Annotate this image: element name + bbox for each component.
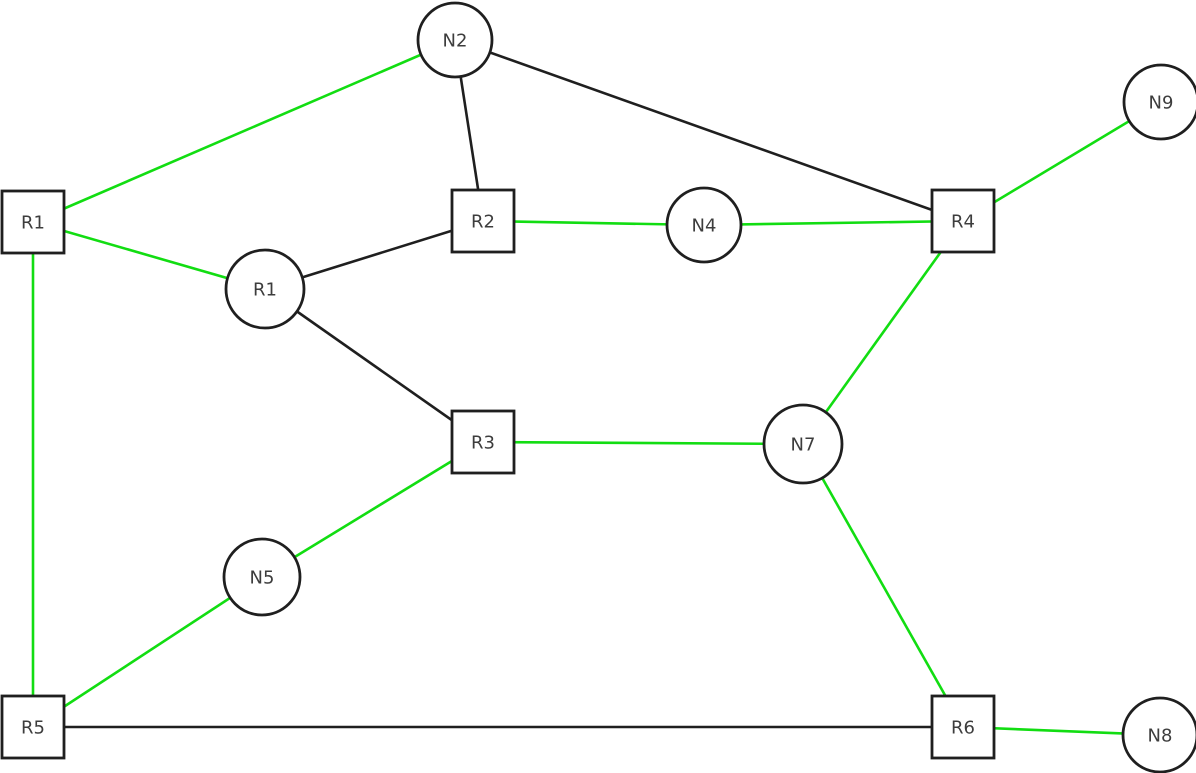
edges-layer: [31, 38, 1162, 737]
router-node-shape: [930, 188, 996, 254]
node-label: N4: [692, 215, 717, 236]
node-N9: N9: [1122, 63, 1196, 141]
node-label: R1: [253, 279, 277, 300]
host-node-shape: [1121, 696, 1196, 773]
edge-N5-R5: [32, 575, 263, 729]
node-label: N8: [1148, 725, 1173, 746]
host-node-shape: [665, 186, 743, 264]
node-label: R5: [21, 717, 45, 738]
router-node-shape: [0, 694, 66, 760]
host-node-shape: [222, 537, 302, 617]
edge-R3-N7: [482, 440, 804, 446]
node-R3: R3: [450, 409, 516, 475]
router-node-shape: [930, 694, 996, 760]
host-node-shape: [416, 1, 494, 79]
host-node-shape: [762, 403, 844, 485]
node-R1-h: R1: [224, 248, 306, 330]
node-label: R3: [471, 432, 495, 453]
node-N5: N5: [222, 537, 302, 617]
node-R6: R6: [930, 694, 996, 760]
node-N4: N4: [665, 186, 743, 264]
router-node-shape: [0, 189, 66, 255]
node-label: R6: [951, 717, 975, 738]
edge-R1-sw-N2: [32, 38, 456, 224]
node-R5: R5: [0, 694, 66, 760]
node-label: R4: [951, 211, 975, 232]
router-node-shape: [450, 188, 516, 254]
node-R1-sw: R1: [0, 189, 66, 255]
node-R4: R4: [930, 188, 996, 254]
node-label: N7: [791, 434, 816, 455]
edge-R4-N9: [962, 100, 1162, 223]
node-N7: N7: [762, 403, 844, 485]
router-node-shape: [450, 409, 516, 475]
edge-R3-N5: [261, 440, 484, 579]
edge-N4-R4: [703, 219, 964, 227]
node-label: R2: [471, 211, 495, 232]
node-label: R1: [21, 212, 45, 233]
node-N2: N2: [416, 1, 494, 79]
edge-N2-R4: [454, 38, 964, 223]
edge-N7-R6: [801, 443, 965, 728]
node-N8: N8: [1121, 696, 1196, 773]
host-node-shape: [224, 248, 306, 330]
edge-R1-h-R3: [264, 287, 484, 444]
node-label: N2: [443, 30, 468, 51]
node-R2: R2: [450, 188, 516, 254]
node-label: N5: [250, 567, 275, 588]
node-label: N9: [1149, 92, 1174, 113]
edge-R4-N7: [801, 220, 965, 445]
host-node-shape: [1122, 63, 1196, 141]
